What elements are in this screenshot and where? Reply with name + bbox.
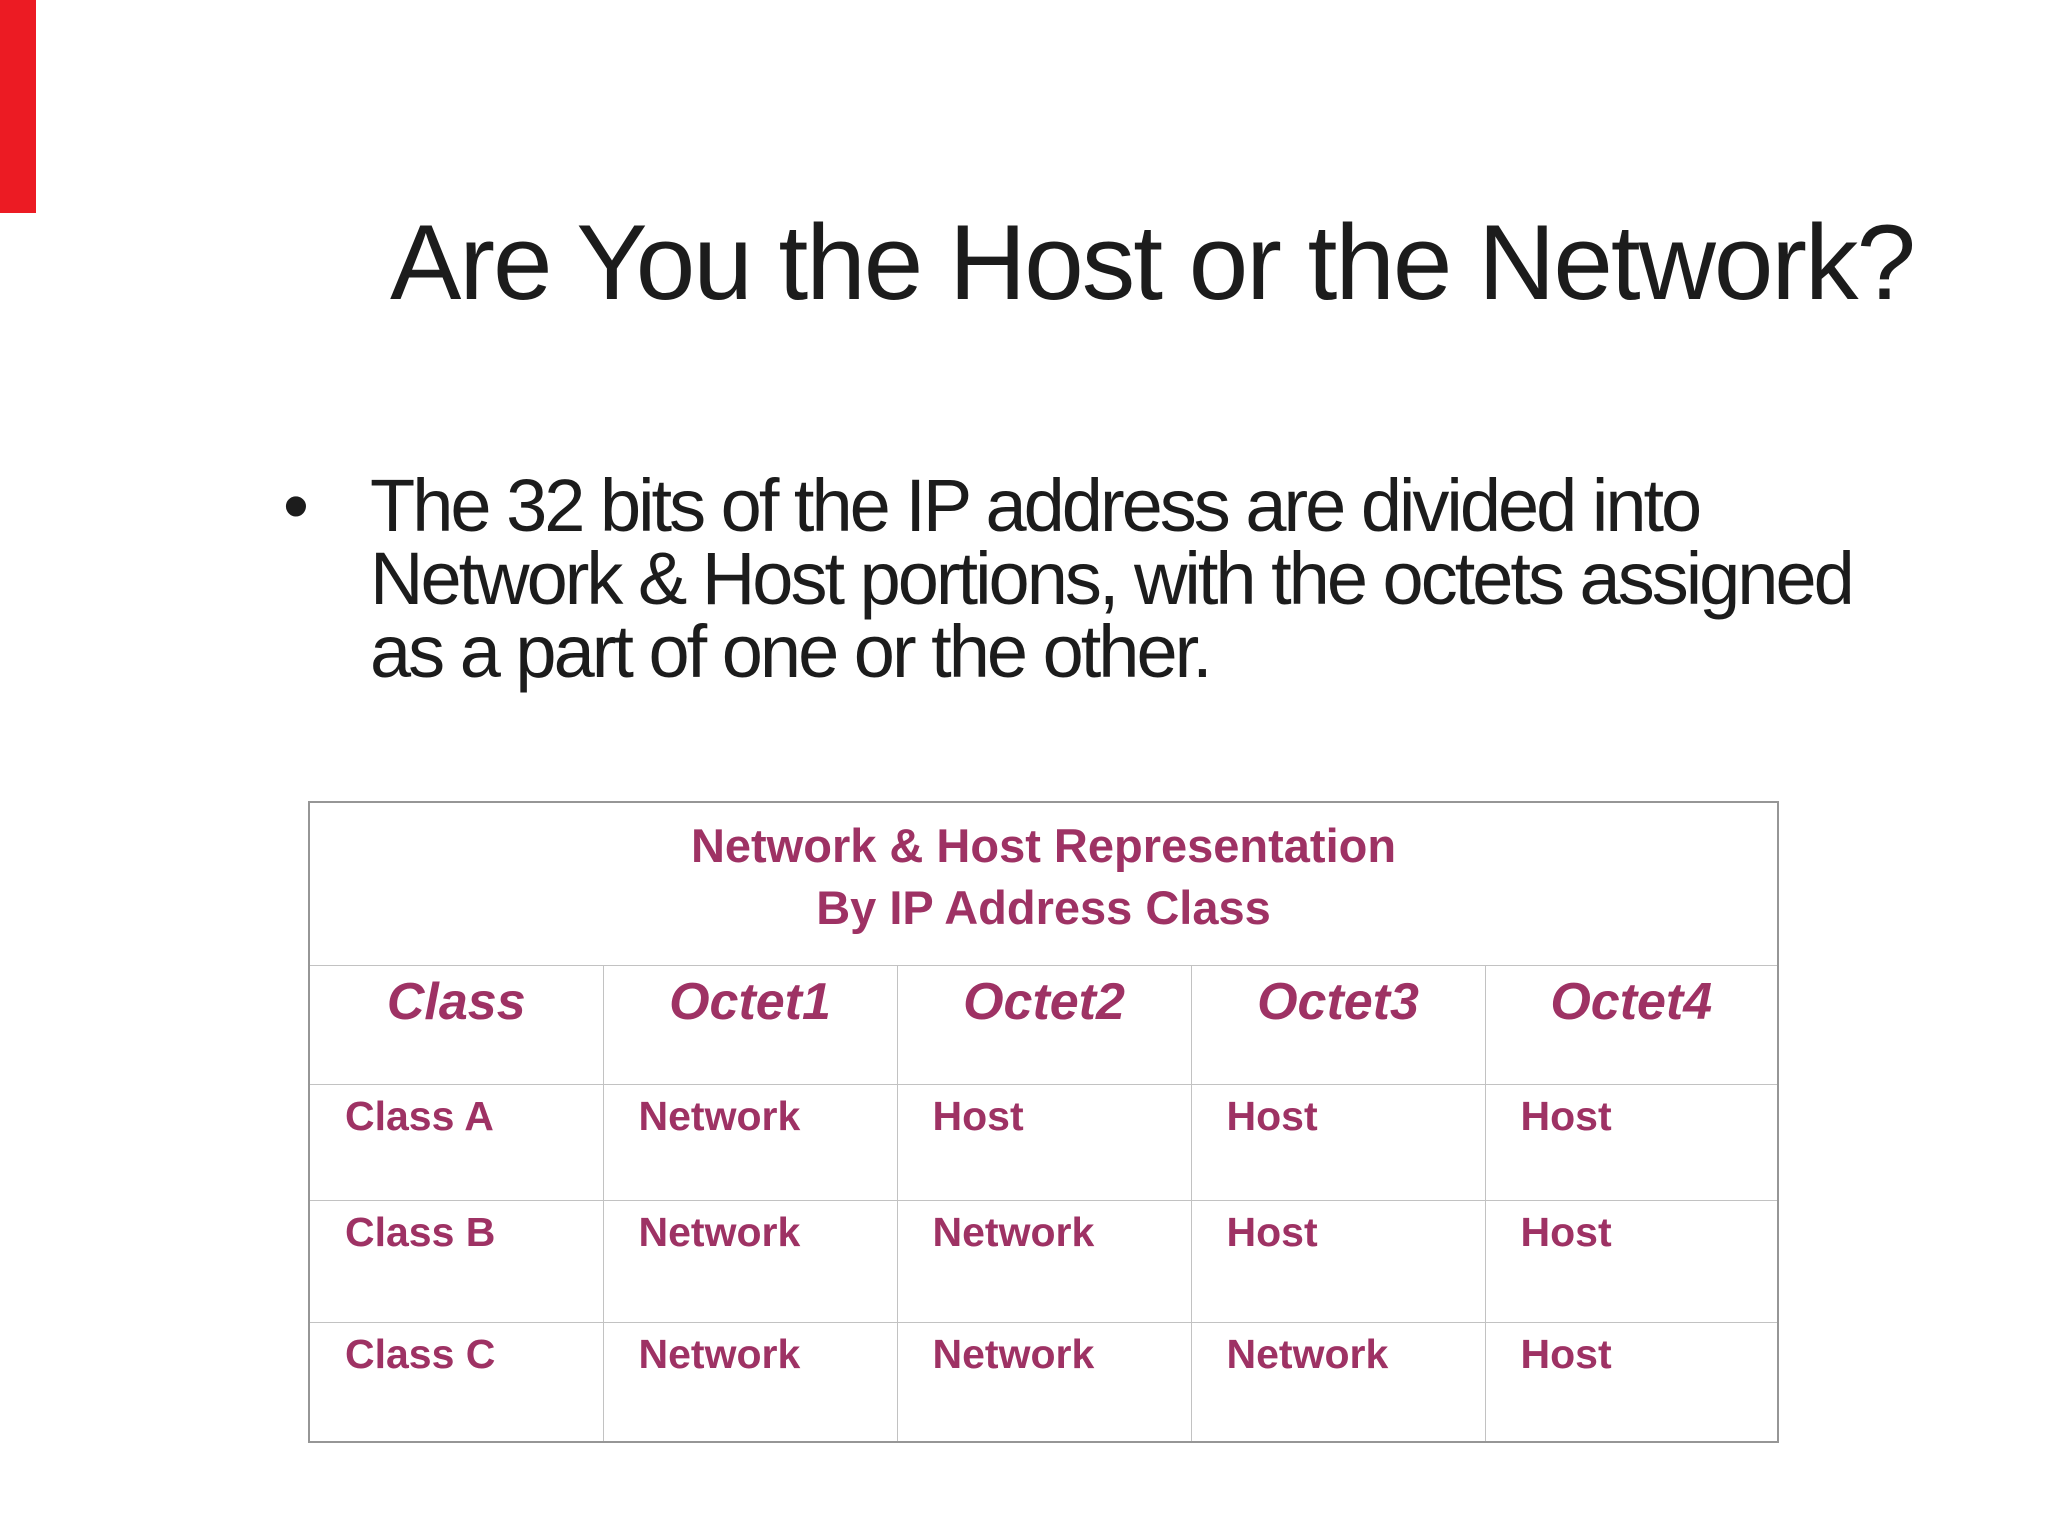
table-row-class-c: Class C Network Network Network Host	[308, 1322, 1779, 1443]
bullet-marker: •	[283, 464, 309, 547]
table-title-row: Network & Host Representation By IP Addr…	[308, 801, 1779, 966]
table-cell: Class A	[308, 1084, 604, 1201]
table-cell: Network	[602, 1322, 898, 1443]
table-title: Network & Host Representation By IP Addr…	[308, 801, 1779, 966]
bullet-text: The 32 bits of the IP address are divide…	[370, 464, 1855, 693]
table-cell: Host	[896, 1084, 1192, 1201]
table-cell: Network	[896, 1200, 1192, 1323]
column-header-octet2: Octet2	[896, 965, 1192, 1085]
table-row-class-b: Class B Network Network Host Host	[308, 1200, 1779, 1323]
ip-class-table: Network & Host Representation By IP Addr…	[308, 801, 1780, 1443]
table-header-row: Class Octet1 Octet2 Octet3 Octet4	[308, 965, 1779, 1085]
table-cell: Network	[1190, 1322, 1486, 1443]
table-cell: Class B	[308, 1200, 604, 1323]
table-cell: Host	[1190, 1084, 1486, 1201]
column-header-octet4: Octet4	[1484, 965, 1779, 1085]
table-cell: Host	[1484, 1084, 1779, 1201]
table-cell: Class C	[308, 1322, 604, 1443]
table-title-line-1: Network & Host Representation	[690, 819, 1397, 872]
column-header-class: Class	[308, 965, 604, 1085]
table-cell: Network	[602, 1200, 898, 1323]
table-cell: Network	[602, 1084, 898, 1201]
column-header-octet1: Octet1	[602, 965, 898, 1085]
table-cell: Network	[896, 1322, 1192, 1443]
slide-title: Are You the Host or the Network?	[389, 202, 1916, 322]
table-cell: Host	[1484, 1322, 1779, 1443]
table-cell: Host	[1190, 1200, 1486, 1323]
column-header-octet3: Octet3	[1190, 965, 1486, 1085]
bullet-item: • The 32 bits of the IP address are divi…	[283, 464, 1870, 693]
table-title-line-2: By IP Address Class	[816, 881, 1271, 934]
table-cell: Host	[1484, 1200, 1779, 1323]
table-row-class-a: Class A Network Host Host Host	[308, 1084, 1779, 1201]
red-edge-strip	[0, 0, 36, 213]
